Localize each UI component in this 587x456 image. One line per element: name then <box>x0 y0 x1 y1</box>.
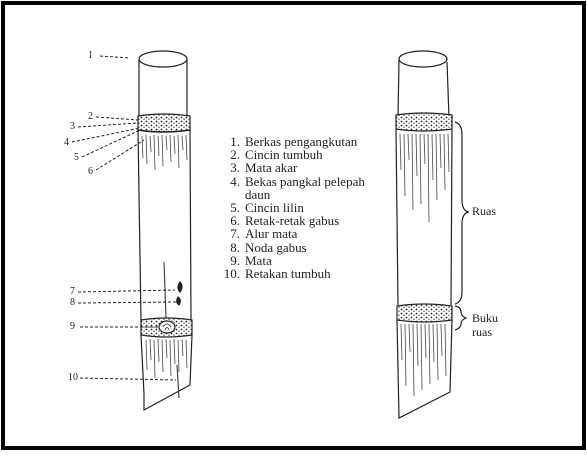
right-upper-hatching <box>399 133 450 223</box>
left-lower-hatching <box>145 338 188 379</box>
left-bud <box>158 320 176 334</box>
left-upper-node <box>137 113 191 133</box>
right-upper-internode <box>397 59 450 119</box>
left-upper-hatching <box>141 134 188 171</box>
left-cork-spot-2 <box>176 296 181 306</box>
callout-1: 1 <box>88 50 93 61</box>
left-lower-internode <box>140 334 193 412</box>
callout-10: 10 <box>68 372 78 383</box>
right-lower-internode <box>396 319 453 419</box>
callout-7: 7 <box>70 286 75 297</box>
leader-5 <box>81 129 141 158</box>
legend-item: 8.Noda gabus <box>230 239 307 255</box>
label-buku: Buku <box>472 311 499 325</box>
left-middle-internode <box>137 129 192 321</box>
label-ruas-2: ruas <box>472 325 492 339</box>
right-brackets <box>454 121 470 331</box>
legend-item: 1.Berkas pengangkutan <box>230 134 358 149</box>
callout-4: 4 <box>64 137 69 148</box>
right-lower-node <box>396 303 453 323</box>
left-upper-internode <box>138 60 188 120</box>
legend-list: 1.Berkas pengangkutan 2.Cincin tumbuh 3.… <box>221 135 414 280</box>
left-stem <box>137 50 193 412</box>
legend-item: 2.Cincin tumbuh <box>230 147 323 163</box>
left-growth-crack <box>176 364 180 399</box>
callout-8: 8 <box>70 297 75 308</box>
leader-10 <box>79 377 177 381</box>
leader-2 <box>95 116 139 121</box>
legend-item: 6.Retak-retak gabus <box>230 213 340 229</box>
leader-8 <box>77 301 177 304</box>
callout-2: 2 <box>88 111 93 122</box>
leader-4 <box>71 127 141 143</box>
leader-6 <box>95 139 145 171</box>
right-lower-hatching <box>400 323 447 397</box>
callout-9: 9 <box>70 321 75 332</box>
legend-item: 10.Retakan tumbuh <box>223 266 331 282</box>
callout-5: 5 <box>74 152 79 163</box>
left-top-opening <box>138 50 188 68</box>
right-stem <box>395 50 453 419</box>
callout-6: 6 <box>88 166 93 177</box>
buku-ruas-bracket <box>454 305 468 331</box>
callout-3: 3 <box>70 121 75 132</box>
legend-item: 5.Cincin lilin <box>230 200 304 216</box>
right-middle-internode <box>395 128 453 306</box>
legend-item: 7.Alur mata <box>230 226 298 242</box>
right-top-opening <box>398 50 448 68</box>
legend-item: 9.Mata <box>230 252 272 268</box>
leader-1 <box>99 55 131 59</box>
right-upper-node <box>395 112 453 132</box>
leader-7 <box>77 289 176 293</box>
ruas-bracket <box>454 121 470 305</box>
left-cork-spot-1 <box>177 281 183 293</box>
left-leaders <box>71 55 177 381</box>
legend-item: 3.Mata akar <box>230 160 298 176</box>
label-ruas: Ruas <box>472 204 496 218</box>
leader-3 <box>77 122 139 128</box>
